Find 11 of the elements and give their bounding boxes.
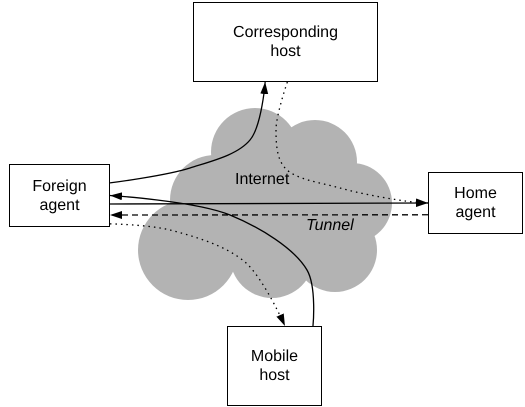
tunnel-label: Tunnel (306, 217, 354, 235)
agent-box: Foreign agent (9, 164, 110, 227)
arrow (110, 211, 428, 220)
host-box: Mobile host (227, 326, 322, 406)
host-box: Corresponding host (193, 2, 378, 82)
arrow (275, 82, 428, 206)
arrow (110, 82, 268, 184)
network-label: Internet (235, 171, 290, 189)
arrow (110, 223, 286, 326)
arrow (110, 192, 314, 326)
agent-box: Home agent (428, 172, 523, 234)
